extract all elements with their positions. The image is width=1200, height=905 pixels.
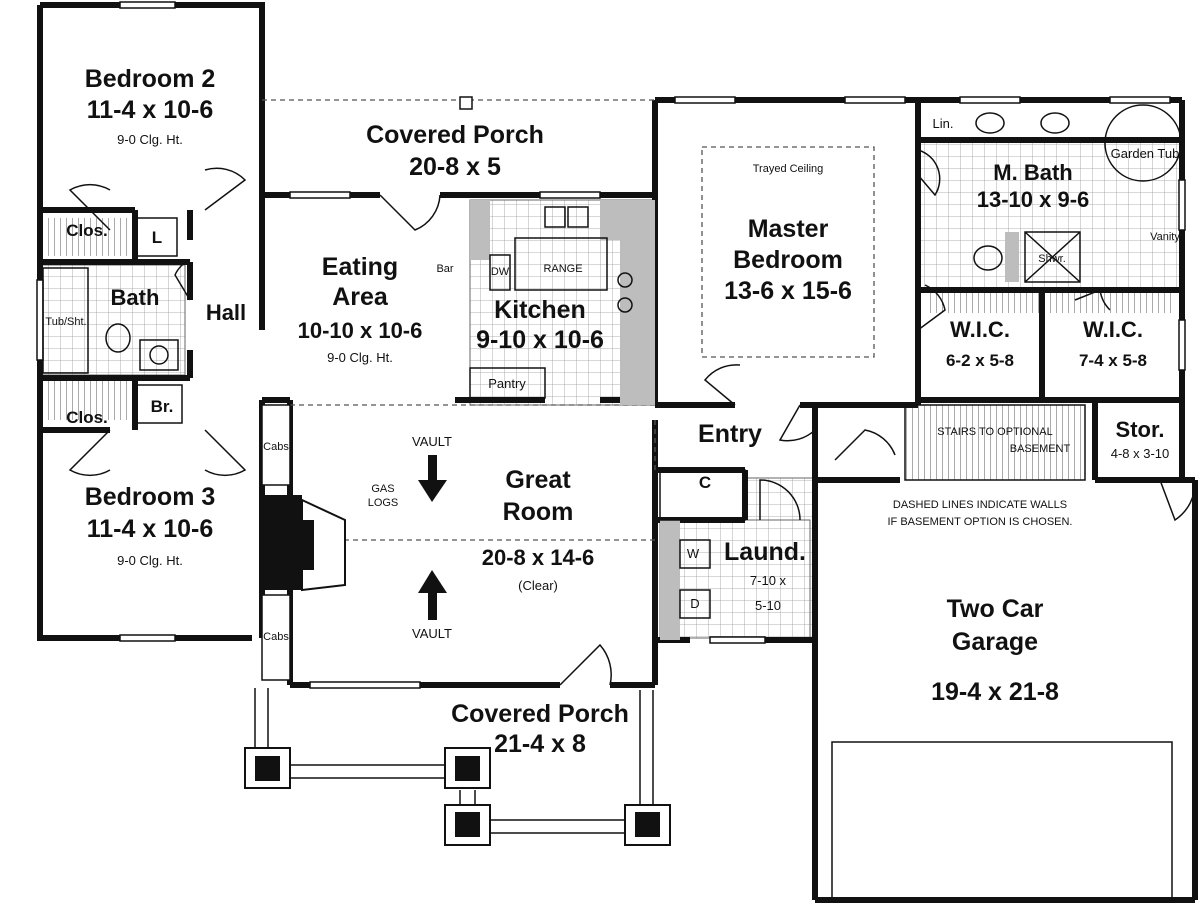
wic1-size: 6-2 x 5-8 (946, 351, 1014, 370)
dashed-lines (262, 99, 1173, 903)
vault-arrows (418, 455, 447, 620)
stairs (904, 404, 1086, 481)
closet-bottom-label: Clos. (66, 408, 108, 427)
rear-porch-size: 20-8 x 5 (409, 153, 501, 181)
bedroom3-note: 9-0 Clg. Ht. (117, 553, 183, 568)
linen-closet-label: L (152, 228, 162, 247)
bath-tub-label: Tub/Sht. (45, 316, 86, 328)
fireplace (261, 404, 346, 681)
bath-name: Bath (111, 285, 160, 310)
range-label: RANGE (543, 263, 582, 275)
garage-size: 19-4 x 21-8 (931, 678, 1059, 706)
storage-name: Stor. (1116, 417, 1165, 442)
eating-size: 10-10 x 10-6 (298, 318, 423, 343)
garage-name-1: Two Car (947, 595, 1044, 623)
bedroom3-size: 11-4 x 10-6 (87, 515, 214, 543)
dryer-label: D (690, 596, 699, 611)
fixtures (42, 104, 1182, 619)
great-room-name-1: Great (505, 466, 571, 494)
m-bath-size: 13-10 x 9-6 (977, 187, 1090, 212)
great-room-clear: (Clear) (518, 578, 558, 593)
wic2-name: W.I.C. (1083, 317, 1143, 342)
kitchen-name: Kitchen (494, 296, 586, 324)
eating-name-2: Area (332, 283, 389, 311)
br-label: Br. (151, 397, 174, 416)
master-bedroom-name-2: Bedroom (733, 246, 843, 274)
garage-name-2: Garage (952, 628, 1038, 656)
gas-logs-line-1: GAS (371, 483, 394, 495)
bedroom2-note: 9-0 Clg. Ht. (117, 132, 183, 147)
entry-closet-label: C (699, 473, 711, 492)
vanity-label: Vanity (1150, 231, 1180, 243)
vault-label-top: VAULT (412, 434, 452, 449)
washer-label: W (687, 546, 700, 561)
vault-label-bottom: VAULT (412, 626, 452, 641)
eating-note: 9-0 Clg. Ht. (327, 350, 393, 365)
stairs-line-1: STAIRS TO OPTIONAL (937, 426, 1053, 438)
garden-tub-label: Garden Tub (1111, 146, 1180, 161)
rear-porch-name: Covered Porch (366, 121, 544, 149)
cabs-label-bottom: Cabs (263, 631, 289, 643)
master-bedroom-name-1: Master (748, 215, 829, 243)
doors (68, 149, 1196, 686)
dw-label: DW (491, 266, 510, 278)
front-porch-name: Covered Porch (451, 700, 629, 728)
trayed-ceiling-label: Trayed Ceiling (753, 163, 824, 175)
eating-name-1: Eating (322, 253, 398, 281)
windows (36, 1, 1186, 689)
m-bath-name: M. Bath (993, 160, 1072, 185)
laundry-size-2: 5-10 (755, 598, 781, 613)
garage-note-1: DASHED LINES INDICATE WALLS (893, 499, 1067, 511)
cabs-label-top: Cabs (263, 441, 289, 453)
gas-logs-line-2: LOGS (368, 497, 399, 509)
wic2-size: 7-4 x 5-8 (1079, 351, 1147, 370)
stairs-line-2: BASEMENT (1010, 443, 1071, 455)
master-bedroom-size: 13-6 x 15-6 (724, 277, 852, 305)
bar-label: Bar (436, 263, 453, 275)
closet-top-label: Clos. (66, 221, 108, 240)
shower-label: Shwr. (1038, 253, 1066, 265)
great-room-name-2: Room (503, 498, 574, 526)
laundry-name: Laund. (724, 538, 806, 566)
wic1-name: W.I.C. (950, 317, 1010, 342)
closet-shelving (40, 218, 1175, 480)
kitchen-size: 9-10 x 10-6 (476, 326, 604, 354)
front-porch-size: 21-4 x 8 (494, 730, 586, 758)
entry-name: Entry (698, 420, 762, 448)
hall-label: Hall (206, 300, 246, 325)
garage-note-2: IF BASEMENT OPTION IS CHOSEN. (888, 516, 1073, 528)
bedroom2-name: Bedroom 2 (85, 65, 216, 93)
bedroom3-name: Bedroom 3 (85, 483, 216, 511)
bedroom2-size: 11-4 x 10-6 (87, 96, 214, 124)
lin-label: Lin. (933, 116, 954, 131)
pantry-label: Pantry (488, 376, 526, 391)
storage-size: 4-8 x 3-10 (1111, 446, 1170, 461)
porch-posts (244, 688, 671, 846)
laundry-size-1: 7-10 x (750, 573, 787, 588)
great-room-size: 20-8 x 14-6 (482, 545, 595, 570)
